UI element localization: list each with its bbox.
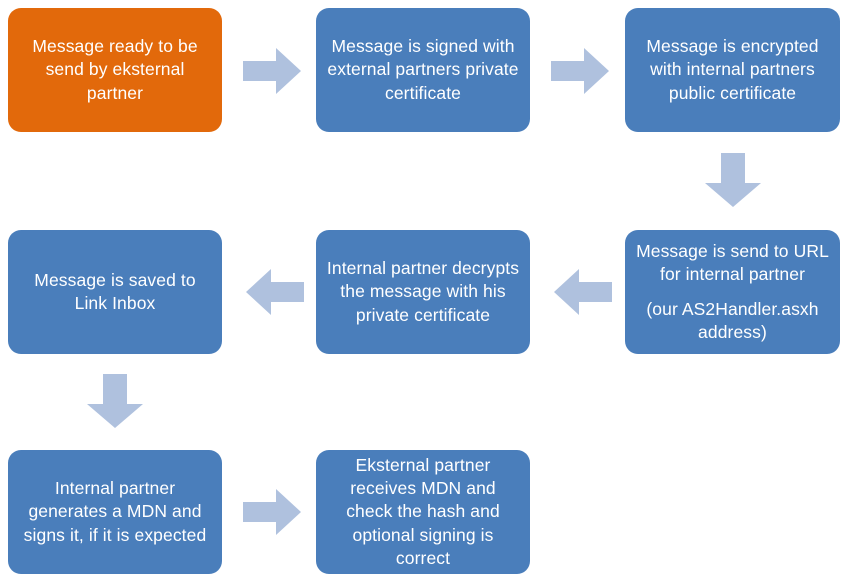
- flow-node-text: Eksternal partner receives MDN and check…: [346, 455, 500, 568]
- flow-node-message-sent-url[interactable]: Message is send to URL for internal part…: [625, 230, 840, 354]
- flow-node-text: Message is signed with external partners…: [327, 36, 519, 103]
- flow-node-text: Message is send to URL for internal part…: [636, 241, 829, 285]
- flow-node-text: Message is encrypted with internal partn…: [646, 36, 819, 103]
- connector-arrow-right-3: [243, 489, 301, 535]
- connector-arrow-down-2: [87, 374, 143, 428]
- flow-node-message-signed[interactable]: Message is signed with external partners…: [316, 8, 530, 132]
- flow-node-internal-decrypts[interactable]: Internal partner decrypts the message wi…: [316, 230, 530, 354]
- flow-node-message-saved[interactable]: Message is saved to Link Inbox: [8, 230, 222, 354]
- connector-arrow-down-1: [705, 153, 761, 207]
- connector-arrow-left-1: [554, 269, 612, 315]
- flow-node-text: Internal partner generates a MDN and sig…: [23, 478, 207, 545]
- flow-node-internal-generates-mdn[interactable]: Internal partner generates a MDN and sig…: [8, 450, 222, 574]
- flow-node-message-ready[interactable]: Message ready to be send by eksternal pa…: [8, 8, 222, 132]
- connector-arrow-right-2: [551, 48, 609, 94]
- flow-node-eksternal-receives-mdn[interactable]: Eksternal partner receives MDN and check…: [316, 450, 530, 574]
- flow-node-text: Message ready to be send by eksternal pa…: [32, 36, 198, 103]
- connector-arrow-right-1: [243, 48, 301, 94]
- flow-node-message-encrypted[interactable]: Message is encrypted with internal partn…: [625, 8, 840, 132]
- connector-arrow-left-2: [246, 269, 304, 315]
- flow-node-text: Internal partner decrypts the message wi…: [326, 258, 520, 325]
- flow-node-text: Message is saved to Link Inbox: [34, 269, 196, 313]
- flow-node-text-secondary: (our AS2Handler.asxh address): [646, 298, 819, 342]
